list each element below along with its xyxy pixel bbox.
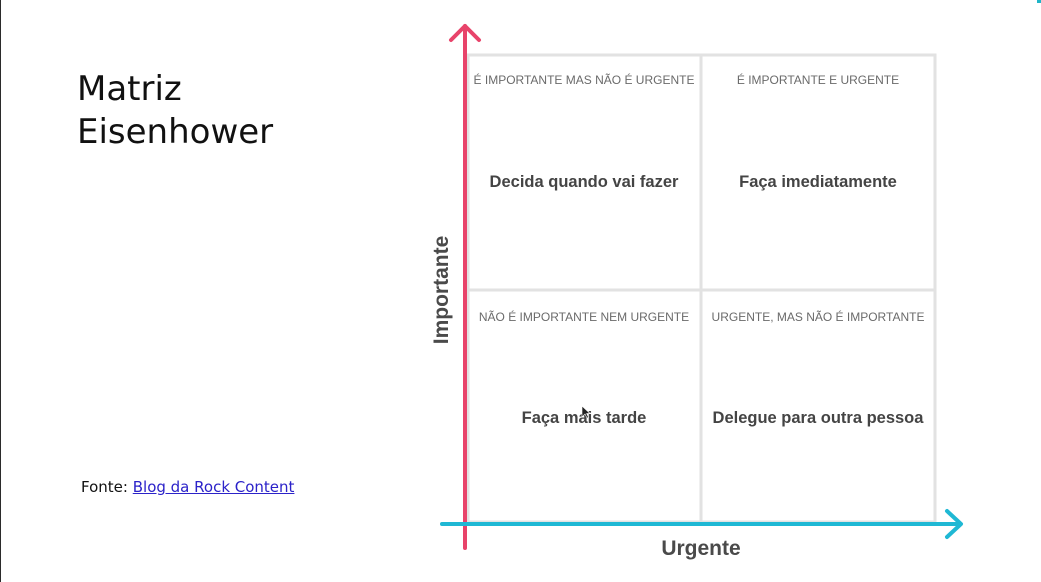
y-axis-arrowhead-icon bbox=[449, 24, 481, 42]
source-label: Fonte: bbox=[81, 478, 128, 496]
title-line-1: Matriz bbox=[77, 69, 182, 109]
quadrant-bottom-right: URGENTE, MAS NÃO É IMPORTANTE Delegue pa… bbox=[712, 309, 925, 427]
title-line-2: Eisenhower bbox=[77, 112, 274, 152]
corner-accent bbox=[1037, 0, 1041, 3]
y-axis-label: Importante bbox=[430, 236, 453, 345]
quadrant-action: Delegue para outra pessoa bbox=[713, 409, 925, 427]
quadrant-top-right: É IMPORTANTE E URGENTE Faça imediatament… bbox=[737, 72, 899, 191]
quadrant-action: Faça mais tarde bbox=[522, 409, 647, 427]
quadrant-action: Faça imediatamente bbox=[739, 173, 897, 191]
y-axis bbox=[449, 24, 481, 550]
x-axis bbox=[440, 509, 963, 539]
quadrant-header: É IMPORTANTE E URGENTE bbox=[737, 72, 899, 87]
x-axis-arrowhead-icon bbox=[945, 509, 963, 539]
slide-title: Matriz Eisenhower bbox=[77, 68, 273, 154]
quadrant-header: URGENTE, MAS NÃO É IMPORTANTE bbox=[712, 309, 925, 324]
source-note: Fonte: Blog da Rock Content bbox=[81, 478, 294, 496]
quadrant-header: NÃO É IMPORTANTE NEM URGENTE bbox=[479, 309, 689, 324]
quadrant-action: Decida quando vai fazer bbox=[490, 173, 679, 191]
quadrant-bottom-left: NÃO É IMPORTANTE NEM URGENTE Faça mais t… bbox=[479, 309, 689, 427]
quadrant-top-left: É IMPORTANTE MAS NÃO É URGENTE Decida qu… bbox=[474, 72, 695, 191]
x-axis-label: Urgente bbox=[661, 537, 740, 560]
quadrant-header: É IMPORTANTE MAS NÃO É URGENTE bbox=[474, 72, 695, 87]
matrix-grid bbox=[466, 53, 937, 524]
mouse-cursor-icon bbox=[581, 405, 591, 419]
source-link[interactable]: Blog da Rock Content bbox=[132, 478, 295, 496]
